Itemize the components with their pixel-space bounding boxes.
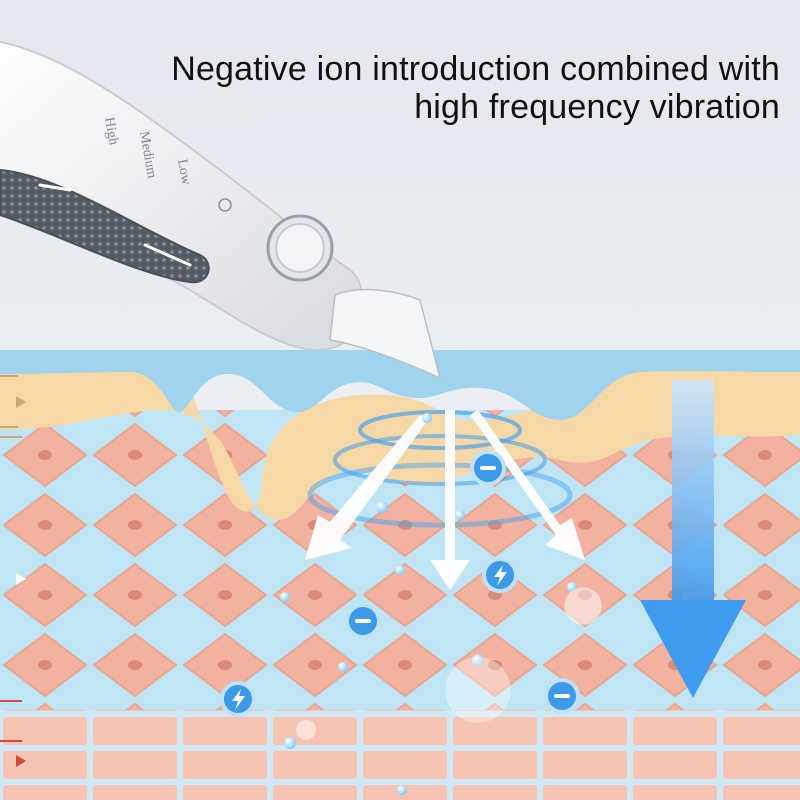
minus-ion-icon [546,680,578,712]
lightning-ion-icon [484,559,516,591]
headline-line-1: Negative ion introduction combined with [80,50,780,88]
lightning-ion-icon [222,683,254,715]
minus-ion-icon [347,605,379,637]
headline-line-2: high frequency vibration [80,88,780,126]
minus-ion-icon [472,452,504,484]
headline: Negative ion introduction combined with … [80,50,780,126]
